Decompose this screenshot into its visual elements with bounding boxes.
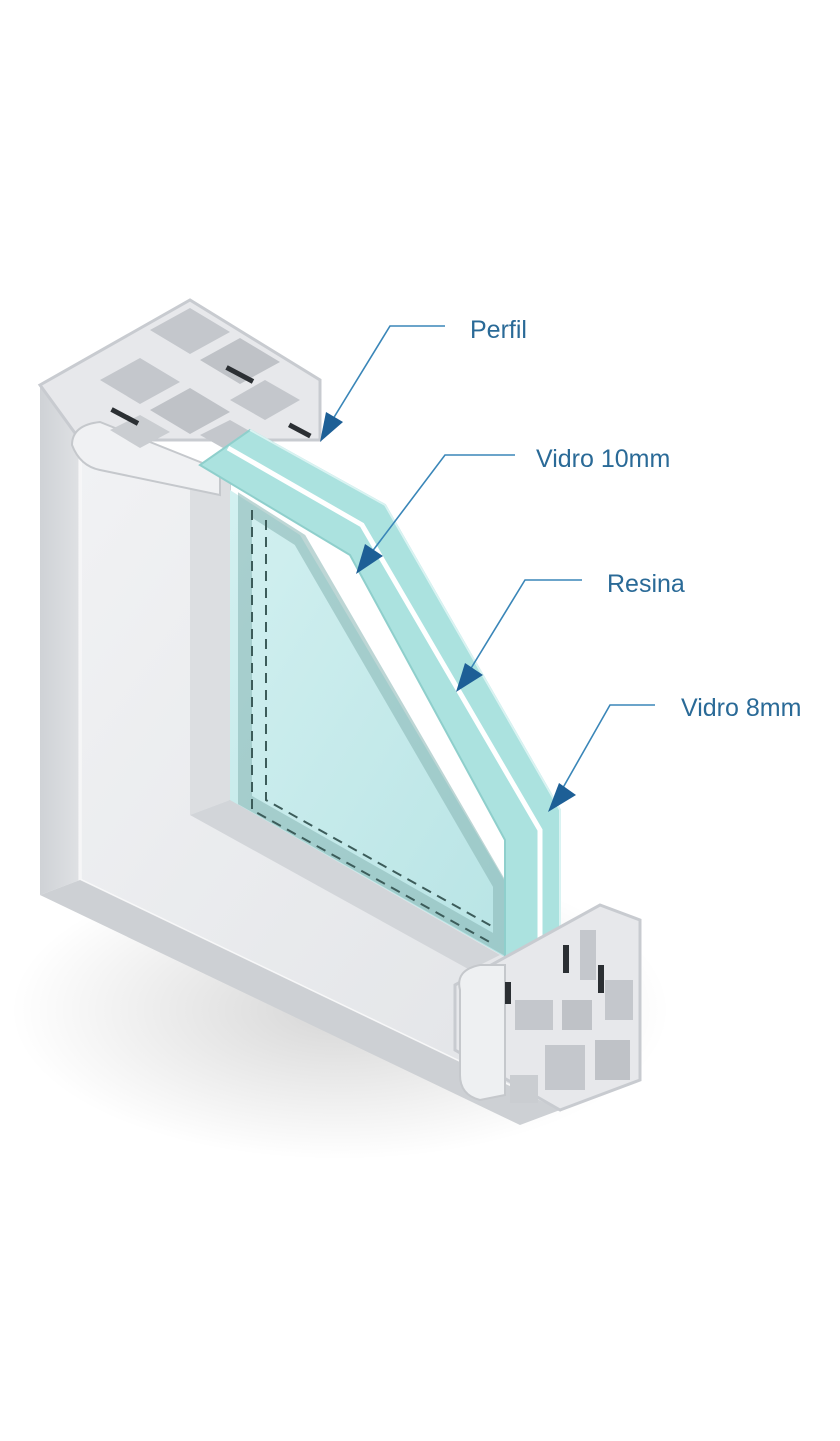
- gasket-top-2: [110, 407, 140, 426]
- section-bottom-cavity-6: [580, 930, 596, 980]
- spacer-dashes-2: [265, 520, 496, 929]
- spacer-dashes-1: [251, 510, 496, 946]
- section-top-cavity-5: [230, 380, 300, 420]
- leader-line-perfil: [324, 325, 445, 433]
- section-bottom-cavity-1: [515, 1000, 553, 1030]
- frame-bottom-side: [40, 880, 560, 1125]
- gasket-top-3: [287, 422, 312, 439]
- section-bottom-cavity-5: [510, 1075, 538, 1103]
- pvc-frame: [40, 385, 561, 1125]
- arrow-vidro-10mm: [356, 544, 383, 574]
- callout-perfil: Perfil: [320, 316, 527, 442]
- glass-edge-highlight: [249, 429, 561, 965]
- section-top-lip: [70, 420, 221, 497]
- leader-line-vidro-8mm: [555, 704, 655, 801]
- gasket-bottom-1: [563, 945, 569, 973]
- arrow-vidro-8mm: [548, 783, 576, 812]
- arrow-perfil: [320, 412, 343, 442]
- leader-line-vidro-10mm: [361, 454, 515, 566]
- section-top-cavity-2: [200, 338, 280, 384]
- section-bottom-cavity-7: [605, 980, 633, 1020]
- frame-rebate-vertical: [190, 470, 230, 815]
- gasket-bottom-3: [505, 982, 511, 1004]
- callout-resina: Resina: [456, 570, 685, 692]
- callout-vidro-10mm: Vidro 10mm: [356, 445, 670, 574]
- section-top-cavity-6: [110, 415, 170, 448]
- section-bottom-cavity-3: [545, 1045, 585, 1090]
- label-vidro-8mm: Vidro 8mm: [681, 694, 801, 722]
- section-top-cavity-4: [150, 388, 230, 434]
- glass-pane: [230, 490, 510, 960]
- label-resina: Resina: [607, 570, 685, 598]
- callouts: Perfil Vidro 10mm Resina Vidro 8mm: [320, 316, 801, 812]
- frame-rebate-horizontal: [190, 800, 500, 970]
- section-bottom-cavity-4: [595, 1040, 630, 1080]
- profile-section-bottom: [453, 903, 642, 1112]
- leader-line-resina: [461, 579, 582, 684]
- resin-interlayer: [226, 445, 543, 970]
- section-top-cavity-1: [150, 308, 230, 354]
- label-perfil: Perfil: [470, 316, 527, 344]
- callout-vidro-8mm: Vidro 8mm: [548, 694, 801, 812]
- section-bottom-cavity-2: [562, 1000, 592, 1030]
- frame-left-side: [40, 385, 80, 895]
- gasket-bottom-2: [598, 965, 604, 993]
- label-vidro-10mm: Vidro 10mm: [536, 445, 670, 473]
- section-bottom-lip: [458, 964, 506, 1102]
- section-top-cavity-3: [100, 358, 180, 404]
- arrow-resina: [456, 663, 483, 692]
- gasket-top-1: [225, 365, 255, 384]
- glass-inner-border: [238, 492, 507, 958]
- profile-section-top: [37, 298, 322, 497]
